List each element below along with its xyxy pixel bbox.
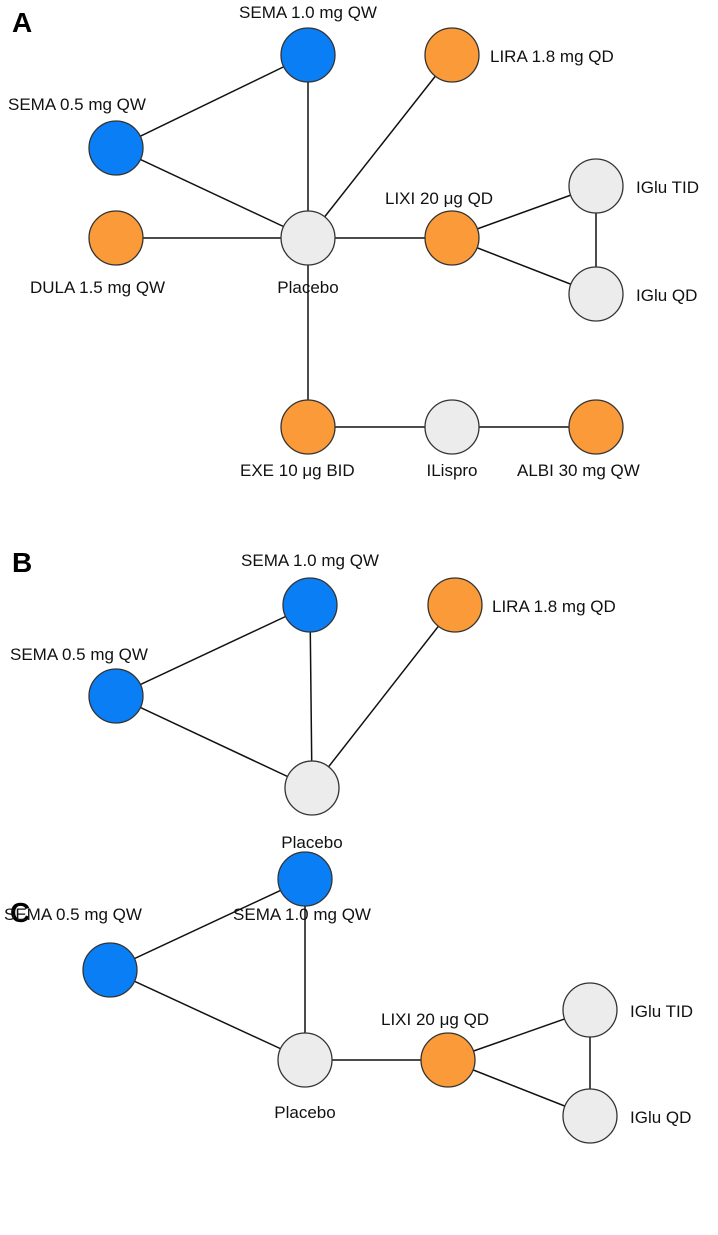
node-label-sema05: SEMA 0.5 mg QW <box>10 645 148 664</box>
node-label-sema10: SEMA 1.0 mg QW <box>241 551 379 570</box>
panel-c: C SEMA 1.0 mg QW SEMA 0.5 mg QW Placebo LIX… <box>4 851 693 1144</box>
node-label-lira: LIRA 1.8 mg QD <box>492 597 616 616</box>
node-label-igluqd: IGlu QD <box>636 286 697 305</box>
node-placebo <box>280 210 336 266</box>
node-label-placebo: Placebo <box>281 833 342 852</box>
panel-letter-b: B <box>12 547 32 578</box>
node-iglutid <box>568 158 624 214</box>
edge-sema10-placebo <box>309 604 313 789</box>
node-igluqd <box>568 266 624 322</box>
node-exe <box>280 399 336 455</box>
node-lixi <box>420 1032 476 1088</box>
node-sema10 <box>280 27 336 83</box>
node-label-sema10: SEMA 1.0 mg QW <box>239 3 377 22</box>
node-label-placebo: Placebo <box>274 1103 335 1122</box>
node-sema05 <box>88 120 144 176</box>
node-label-dula: DULA 1.5 mg QW <box>30 278 165 297</box>
edge-sema05-sema10 <box>115 604 311 697</box>
edge-sema05-sema10 <box>109 878 306 971</box>
panel-letter-a: A <box>12 7 32 38</box>
panel-a: A SEMA 1.0 mg QW LIRA 1.8 mg QD SEMA 0.5 m… <box>8 3 699 480</box>
node-label-lixi: LIXI 20 μg QD <box>381 1010 489 1029</box>
node-placebo <box>277 1032 333 1088</box>
node-label-iglutid: IGlu TID <box>630 1002 693 1021</box>
node-iglutid <box>562 982 618 1038</box>
node-placebo <box>284 760 340 816</box>
edge-sema05-placebo <box>115 695 313 789</box>
node-ilispro <box>424 399 480 455</box>
node-sema05 <box>88 668 144 724</box>
panel-b: B SEMA 1.0 mg QW LIRA 1.8 mg QD SEMA 0.5 m… <box>10 547 616 852</box>
node-label-exe: EXE 10 μg BID <box>240 461 355 480</box>
node-label-lixi: LIXI 20 μg QD <box>385 189 493 208</box>
node-label-iglutid: IGlu TID <box>636 178 699 197</box>
node-lira <box>427 577 483 633</box>
node-label-placebo: Placebo <box>277 278 338 297</box>
node-albi <box>568 399 624 455</box>
node-sema10 <box>282 577 338 633</box>
edge-sema05-placebo <box>109 969 306 1061</box>
edge-lira-placebo <box>307 54 453 239</box>
edge-lira-placebo <box>311 604 456 789</box>
node-label-albi: ALBI 30 mg QW <box>517 461 640 480</box>
edge-sema05-placebo <box>115 147 309 239</box>
node-lira <box>424 27 480 83</box>
node-label-sema05: SEMA 0.5 mg QW <box>4 905 142 924</box>
node-igluqd <box>562 1088 618 1144</box>
node-sema05 <box>82 942 138 998</box>
node-label-lira: LIRA 1.8 mg QD <box>490 47 614 66</box>
node-label-sema10: SEMA 1.0 mg QW <box>233 905 371 924</box>
node-lixi <box>424 210 480 266</box>
node-sema10 <box>277 851 333 907</box>
node-label-igluqd: IGlu QD <box>630 1108 691 1127</box>
node-label-sema05: SEMA 0.5 mg QW <box>8 95 146 114</box>
panel-letter-c: C <box>10 897 30 928</box>
node-label-ilispro: ILispro <box>426 461 477 480</box>
node-dula <box>88 210 144 266</box>
edge-sema05-sema10 <box>115 54 309 149</box>
